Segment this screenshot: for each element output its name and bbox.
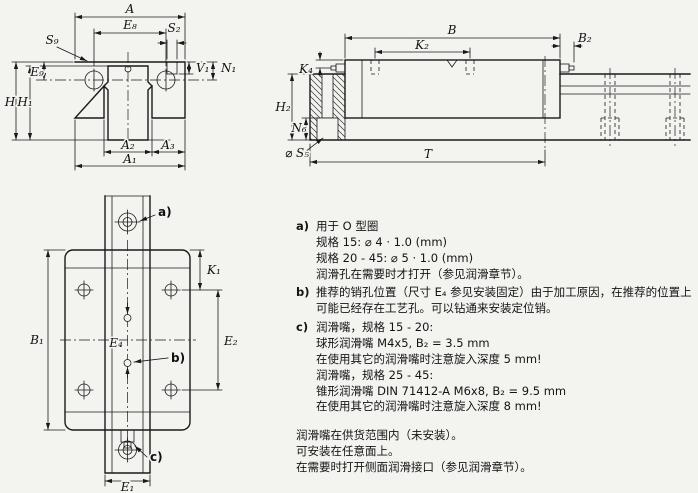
note-c-body: 润滑嘴，规格 15 - 20: 球形润滑嘴 M4x5, B₂ = 3.5 mm … [316, 320, 694, 415]
notes-footer: 润滑嘴在供货范围内（未安装）。 可安装在任意面上。 在需要时打开侧面润滑接口（参… [296, 428, 694, 476]
top-view-linework [43, 195, 223, 487]
footer-line-1: 润滑嘴在供货范围内（未安装）。 [296, 428, 463, 443]
note-b-label: b) [296, 285, 310, 300]
footer-line-3: 在需要时打开侧面润滑接口（参见润滑章节）。 [296, 460, 532, 475]
dim-E4: E₄ [108, 336, 123, 350]
dim-B1: B₁ [29, 333, 44, 347]
callout-c: c) [150, 450, 163, 464]
note-c: c) 润滑嘴，规格 15 - 20: 球形润滑嘴 M4x5, B₂ = 3.5 … [296, 320, 694, 415]
note-b-body: 推荐的销孔位置（尺寸 E₄ 参见安装固定）由于加工原因，在推荐的位置上可能已经存… [316, 285, 694, 317]
dim-S9: S₉ [45, 33, 58, 47]
dim-N6: N₆ [290, 121, 307, 135]
callout-b: b) [171, 351, 185, 365]
dim-E2: E₂ [223, 334, 238, 348]
dim-K1: K₁ [206, 263, 221, 277]
dim-E1: E₁ [120, 480, 135, 493]
dim-T: T [424, 147, 433, 161]
footer-line-2: 可安装在任意面上。 [296, 444, 400, 459]
dim-B2: B₂ [577, 31, 592, 45]
note-a-label: a) [296, 219, 310, 233]
front-view: A E₈ S₂ S₉ E₉ H H₁ V₁ N₁ A₂ A₃ A₁ [2, 1, 238, 171]
note-a-line-4: 润滑孔在需要时才打开（参见润滑章节）。 [316, 266, 529, 281]
callout-a: a) [158, 205, 172, 219]
notes-panel: a) 用于 O 型圈 规格 15: ⌀ 4 · 1.0 (mm) 规格 20 -… [296, 219, 694, 476]
dim-H: H [4, 95, 16, 109]
dim-A1: A₁ [122, 152, 136, 166]
front-view-linework [11, 12, 218, 171]
side-view-linework [287, 33, 691, 167]
dim-B: B [447, 23, 457, 37]
note-a: a) 用于 O 型圈 规格 15: ⌀ 4 · 1.0 (mm) 规格 20 -… [296, 219, 694, 282]
note-c-line-1: 润滑嘴，规格 15 - 20: [316, 320, 434, 335]
top-view: K₁ E₂ B₁ E₄ E₁ a) b) c) [28, 195, 239, 493]
note-c-label: c) [296, 320, 309, 335]
note-c-line-4: 润滑嘴，规格 25 - 45: [316, 367, 434, 382]
note-c-line-5: 锥形润滑嘴 DIN 71412-A M6x8, B₂ = 9.5 mm [316, 383, 567, 398]
note-a-line-3: 规格 20 - 45: ⌀ 5 · 1.0 (mm) [316, 250, 474, 265]
dim-A2: A₂ [120, 138, 135, 152]
note-b-line-1: 推荐的销孔位置（尺寸 E₄ 参见安装固定）由于加工原因，在推荐的位置上可能已经存… [316, 285, 692, 316]
note-c-line-3: 在使用其它的润滑嘴时注意旋入深度 5 mm! [316, 351, 542, 366]
dim-A3: A₃ [160, 138, 175, 152]
dim-S5: ⌀ S₅ [285, 146, 309, 160]
note-c-line-6: 在使用其它的润滑嘴时注意旋入深度 8 mm! [316, 399, 542, 414]
side-view: B K₂ B₂ K₄ H₂ N₆ ⌀ S₅ T [273, 22, 691, 167]
note-a-line-2: 规格 15: ⌀ 4 · 1.0 (mm) [316, 234, 448, 249]
note-a-body: 用于 O 型圈 规格 15: ⌀ 4 · 1.0 (mm) 规格 20 - 45… [316, 219, 694, 282]
note-b: b) 推荐的销孔位置（尺寸 E₄ 参见安装固定）由于加工原因，在推荐的位置上可能… [296, 285, 694, 317]
dim-E8: E₈ [122, 18, 137, 32]
dim-E9: E₉ [29, 65, 44, 79]
dim-H2: H₂ [274, 100, 290, 114]
note-a-line-1: 用于 O 型圈 [316, 219, 379, 233]
note-c-line-2: 球形润滑嘴 M4x5, B₂ = 3.5 mm [316, 336, 490, 351]
dim-N1: N₁ [220, 61, 236, 75]
dim-K2: K₂ [414, 38, 429, 52]
dim-K4: K₄ [298, 62, 313, 76]
dim-H1: H₁ [16, 95, 32, 109]
dim-V1: V₁ [196, 61, 209, 75]
dim-A: A [125, 2, 135, 16]
dim-S2: S₂ [167, 21, 180, 35]
